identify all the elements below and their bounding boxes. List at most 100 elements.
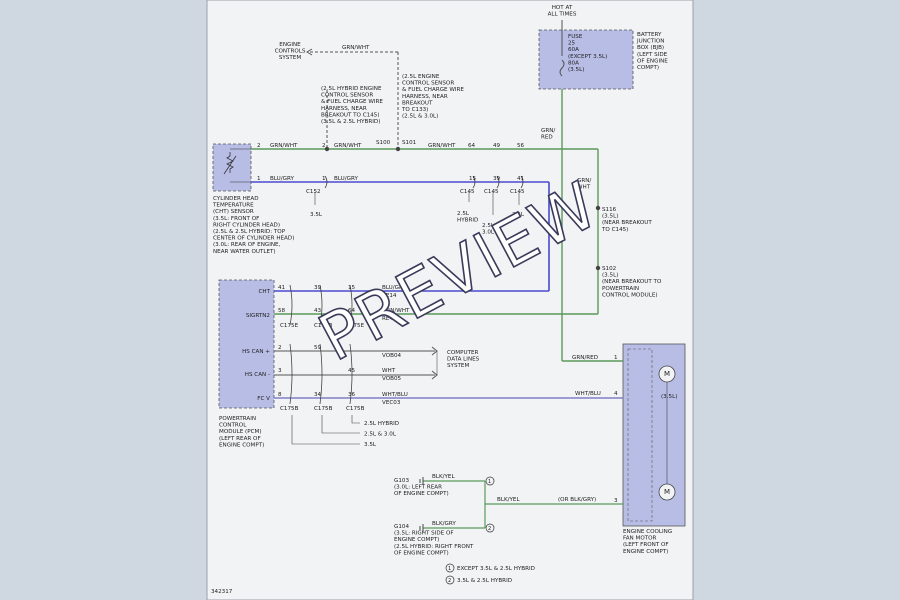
label-row-sig-2: 64: [348, 308, 356, 314]
label-note-hybrid-25-line-1: CONTROL SENSOR: [321, 93, 373, 99]
label-g103-line-2: OF ENGINE COMPT): [394, 491, 449, 497]
label-row-can2-2: WHT: [382, 368, 396, 374]
label-conn-row1-0: C175E: [280, 323, 299, 329]
ground-symbol-g104: [419, 524, 424, 532]
label-grn-red-upper-line-0: GRN/: [541, 128, 555, 134]
label-fan-desc-line-3: ENGINE COMPT): [623, 549, 668, 555]
label-note-hybrid-25-line-0: (2.5L HYBRID ENGINE: [321, 86, 382, 92]
label-cht-sensor-line-0: CYLINDER HEAD: [213, 196, 259, 202]
label-row-fcv-4: VEC03: [382, 400, 401, 406]
label-note-25-engine-line-4: BREAKOUT: [402, 100, 433, 106]
label-pcm-pin-3: HS CAN -: [245, 372, 270, 378]
label-computer-data-lines-line-1: DATA LINES: [447, 357, 480, 363]
label-pin1: 1: [257, 176, 261, 182]
leader-35l: [291, 415, 360, 445]
label-g103-line-1: (3.0L: LEFT REAR: [394, 485, 442, 491]
label-grn-red-upper-line-1: RED: [541, 135, 553, 141]
label-n39: 39: [493, 176, 501, 182]
label-row-fcv-0: 8: [278, 392, 282, 398]
label-note-25-engine-line-0: (2.5L ENGINE: [402, 74, 440, 80]
label-battery-junction-box-line-0: BATTERY: [637, 32, 662, 38]
label-conn-row1-1: C175B: [314, 323, 333, 329]
label-l25-hybrid-line-1: HYBRID: [457, 218, 478, 224]
label-blk-yel-b: BLK/YEL: [497, 497, 520, 503]
label-conn-row2-2: C175B: [346, 406, 365, 412]
splice-s101: [395, 146, 401, 152]
conn-c152: [324, 175, 328, 189]
label-motor-m: M: [664, 370, 670, 378]
splice-s102: [595, 265, 601, 271]
label-grn-wht: GRN/WHT: [428, 143, 456, 149]
label-g104-line-1: (3.5L: RIGHT SIDE OF: [394, 531, 454, 537]
label-cht-sensor-line-6: CENTER OF CYLINDER HEAD): [213, 236, 294, 242]
label-cht-sensor-line-3: (3.5L: FRONT OF: [213, 216, 259, 222]
label-cht-sensor-line-2: (CHT) SENSOR: [213, 209, 254, 215]
label-s116-line-1: (3.5L): [602, 214, 618, 220]
label-c145b: C145: [484, 189, 499, 195]
label-cht-sensor-line-4: RIGHT CYLINDER HEAD): [213, 222, 280, 228]
label-n56: 56: [517, 143, 525, 149]
label-pcm-pin-2: HS CAN +: [242, 349, 270, 355]
label-s102-line-2: (NEAR BREAKOUT TO: [602, 279, 662, 285]
label-n64: 64: [468, 143, 476, 149]
label-pcm-desc-line-3: (LEFT REAR OF: [219, 436, 261, 442]
label-s102-line-4: CONTROL MODULE): [602, 292, 658, 298]
label-g104-line-3: (2.5L HYBRID: RIGHT FRONT: [394, 544, 474, 550]
label-s102-line-1: (3.5L): [602, 273, 618, 279]
label-cht-sensor-line-7: (3.0L: REAR OF ENGINE,: [213, 242, 281, 248]
label-fan-pin4: 4: [614, 391, 618, 397]
label-fuse-line-3: (EXCEPT 3.5L): [568, 54, 607, 60]
label-fan-35l: (3.5L): [661, 394, 677, 400]
label-s116-line-3: TO C145): [601, 227, 628, 233]
label-row-cht-0: 41: [278, 285, 286, 291]
label-s102-line-0: S102: [602, 266, 616, 272]
label-row-cht-4: VE14: [382, 293, 397, 299]
label-conn-row2-0: C175B: [280, 406, 299, 412]
label-g103-line-0: G103: [394, 478, 409, 484]
label-g104-line-4: OF ENGINE COMPT): [394, 550, 449, 556]
label-motor-m: M: [664, 488, 670, 496]
label-diagram-id: 342317: [211, 589, 233, 595]
label-row-fcv-2: 36: [348, 392, 356, 398]
label-fuse-line-1: 25: [568, 41, 576, 47]
label-legend-under-line-2: 3.5L: [364, 442, 377, 448]
fuse-symbol: [559, 59, 565, 77]
label-hot-at-all-times-line-1: ALL TIMES: [548, 12, 577, 18]
label-grn-wht-right-line-0: GRN/: [577, 178, 591, 184]
splice-s116: [595, 205, 601, 211]
label-pcm-desc-line-2: MODULE (PCM): [219, 429, 262, 435]
label-cht-sensor-line-1: TEMPERATURE: [212, 203, 254, 209]
label-battery-junction-box-line-4: OF ENGINE: [637, 58, 668, 64]
label-row-cht-3: BLU/GRY: [382, 285, 407, 291]
label-legend-under-line-0: 2.5L HYBRID: [364, 421, 399, 427]
label-note-25-engine-line-1: CONTROL SENSOR: [402, 81, 454, 87]
footnote-circle-2: [445, 575, 455, 585]
label-blk-gry: BLK/GRY: [432, 521, 456, 527]
label-grn-wht-top: GRN/WHT: [342, 45, 370, 51]
label-circle1: 1: [448, 566, 451, 572]
arrow-engine-controls: [306, 48, 313, 56]
conn-pcm-2: [319, 284, 323, 326]
label-footnote1: EXCEPT 3.5L & 2.5L HYBRID: [457, 566, 535, 572]
label-battery-junction-box-line-2: BOX (BJB): [637, 45, 664, 51]
label-note-25-engine-line-6: (2.5L & 3.0L): [402, 114, 438, 120]
label-row-sig-4: RE41: [382, 316, 397, 322]
label-battery-junction-box-line-3: (LEFT SIDE: [637, 52, 668, 58]
label-blu-gry: BLU/GRY: [334, 176, 359, 182]
label-n41: 41: [517, 176, 525, 182]
conn-c145c: [520, 175, 524, 189]
label-cht-sensor-line-5: (2.5L & 2.5L HYBRID: TOP: [213, 229, 286, 235]
label-fan-desc-line-2: (LEFT FRONT OF: [623, 542, 669, 548]
leader-25-hybrid: [351, 415, 360, 424]
label-fuse-line-5: (3.5L): [568, 67, 584, 73]
label-l35-a: 3.5L: [310, 212, 323, 218]
label-s116-line-0: S116: [602, 207, 617, 213]
label-row-cht-1: 39: [314, 285, 322, 291]
thermistor-symbol: [223, 152, 237, 175]
leader-25-30: [321, 415, 360, 434]
fan-inner-box: [627, 348, 653, 522]
conn-c145b: [496, 175, 500, 189]
label-computer-data-lines-line-0: COMPUTER: [447, 350, 479, 356]
label-pcm-pin-4: FC V: [257, 396, 270, 402]
label-pin2: 2: [257, 143, 261, 149]
